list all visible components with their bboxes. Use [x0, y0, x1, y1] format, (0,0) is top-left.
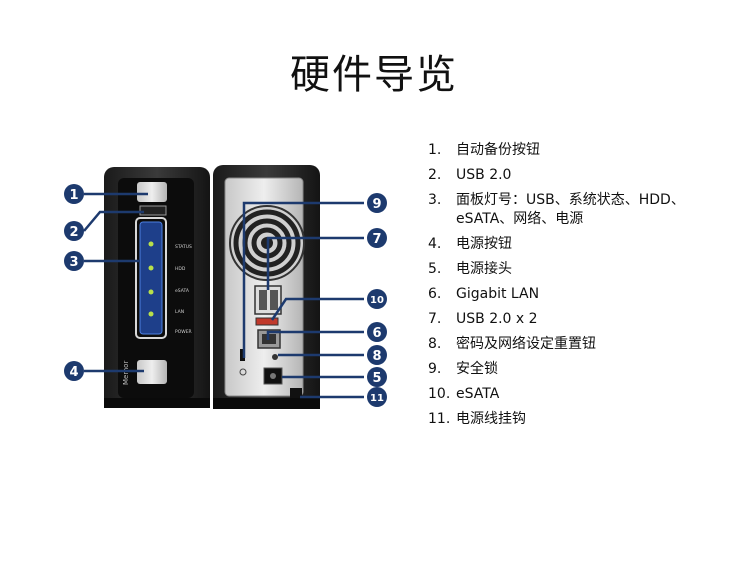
security-lock-slot [240, 349, 245, 361]
list-item-number: 2. [428, 167, 442, 183]
list-item-label: USB 2.0 [456, 167, 512, 183]
auto-backup-button[interactable] [137, 182, 167, 202]
list-item-label: USB 2.0 x 2 [456, 311, 538, 327]
list-item-number: 5. [428, 261, 442, 277]
indicator-lan: LAN [175, 309, 184, 315]
callout-10 [367, 289, 387, 309]
list-item: 1. 自动备份按钮 [428, 141, 738, 160]
callout-1 [64, 184, 84, 204]
indicator-power: POWER [175, 329, 192, 335]
back-view [213, 165, 320, 409]
cable-hook [290, 388, 302, 400]
callout-7-label: 7 [372, 232, 381, 247]
list-item: 4. 电源按钮 [428, 235, 738, 254]
brand-logo-text: Memor [122, 361, 130, 385]
front-view: STATUS HDD eSATA LAN POWER Memor [104, 167, 210, 408]
list-item-label: 自动备份按钮 [456, 142, 540, 158]
callout-3-label: 3 [69, 255, 78, 270]
list-item-label: 密码及网络设定重置钮 [456, 336, 596, 352]
list-item: 8. 密码及网络设定重置钮 [428, 335, 738, 354]
power-button[interactable] [137, 360, 167, 384]
callout-10-label: 10 [370, 295, 384, 306]
callout-3 [64, 251, 84, 271]
list-item-label: 安全锁 [456, 361, 498, 377]
callout-2 [64, 221, 84, 241]
callout-4-label: 4 [69, 365, 78, 380]
callout-4 [64, 361, 84, 381]
callout-6 [367, 322, 387, 342]
list-item-number: 8. [428, 336, 442, 352]
list-item-number: 1. [428, 142, 442, 158]
list-item-label: eSATA [456, 386, 500, 402]
list-item-number: 7. [428, 311, 442, 327]
callout-6-label: 6 [372, 326, 381, 341]
callouts: 1 2 3 4 5 6 7 8 9 10 11 [64, 184, 387, 407]
list-item-number: 4. [428, 236, 442, 252]
indicator-status: STATUS [175, 244, 192, 250]
led-panel [135, 217, 167, 339]
list-item-label: 电源按钮 [456, 236, 512, 252]
callout-5-label: 5 [372, 371, 381, 386]
callout-2-label: 2 [69, 225, 78, 240]
page-title: 硬件导览 [290, 52, 458, 98]
callout-9 [367, 193, 387, 213]
callout-5 [367, 367, 387, 387]
indicator-hdd: HDD [175, 266, 186, 272]
list-item: 3. 面板灯号：USB、系统状态、HDD、eSATA、网络、电源 [428, 191, 738, 229]
list-item: 9. 安全锁 [428, 360, 738, 379]
callout-9-label: 9 [372, 197, 381, 212]
list-item-number: 3. [428, 192, 442, 208]
reset-button[interactable] [272, 354, 278, 360]
list-item: 7. USB 2.0 x 2 [428, 310, 738, 329]
indicator-esata: eSATA [175, 288, 190, 294]
list-item-label: Gigabit LAN [456, 286, 540, 302]
callout-7 [367, 228, 387, 248]
list-item-label: 电源线挂钩 [456, 411, 526, 427]
esata-port [255, 317, 279, 326]
list-item-number: 6. [428, 286, 442, 302]
callout-8-label: 8 [372, 349, 381, 364]
list-item: 10. eSATA [428, 385, 738, 404]
list-item-number: 10. [428, 386, 451, 402]
callout-11-label: 11 [370, 393, 384, 404]
list-item: 11. 电源线挂钩 [428, 410, 738, 429]
callout-1-label: 1 [69, 188, 78, 203]
list-item-label: 电源接头 [456, 261, 512, 277]
list-item-label: 面板灯号：USB、系统状态、HDD、eSATA、网络、电源 [456, 192, 685, 227]
front-usb-port [139, 205, 167, 216]
list-item-number: 9. [428, 361, 442, 377]
component-list: 1. 自动备份按钮 2. USB 2.0 3. 面板灯号：USB、系统状态、HDD、e… [428, 141, 738, 435]
callout-8 [367, 345, 387, 365]
list-item: 6. Gigabit LAN [428, 285, 738, 304]
list-item: 2. USB 2.0 [428, 166, 738, 185]
list-item: 5. 电源接头 [428, 260, 738, 279]
callout-11 [367, 387, 387, 407]
leader-lines [83, 192, 364, 399]
list-item-number: 11. [428, 411, 451, 427]
